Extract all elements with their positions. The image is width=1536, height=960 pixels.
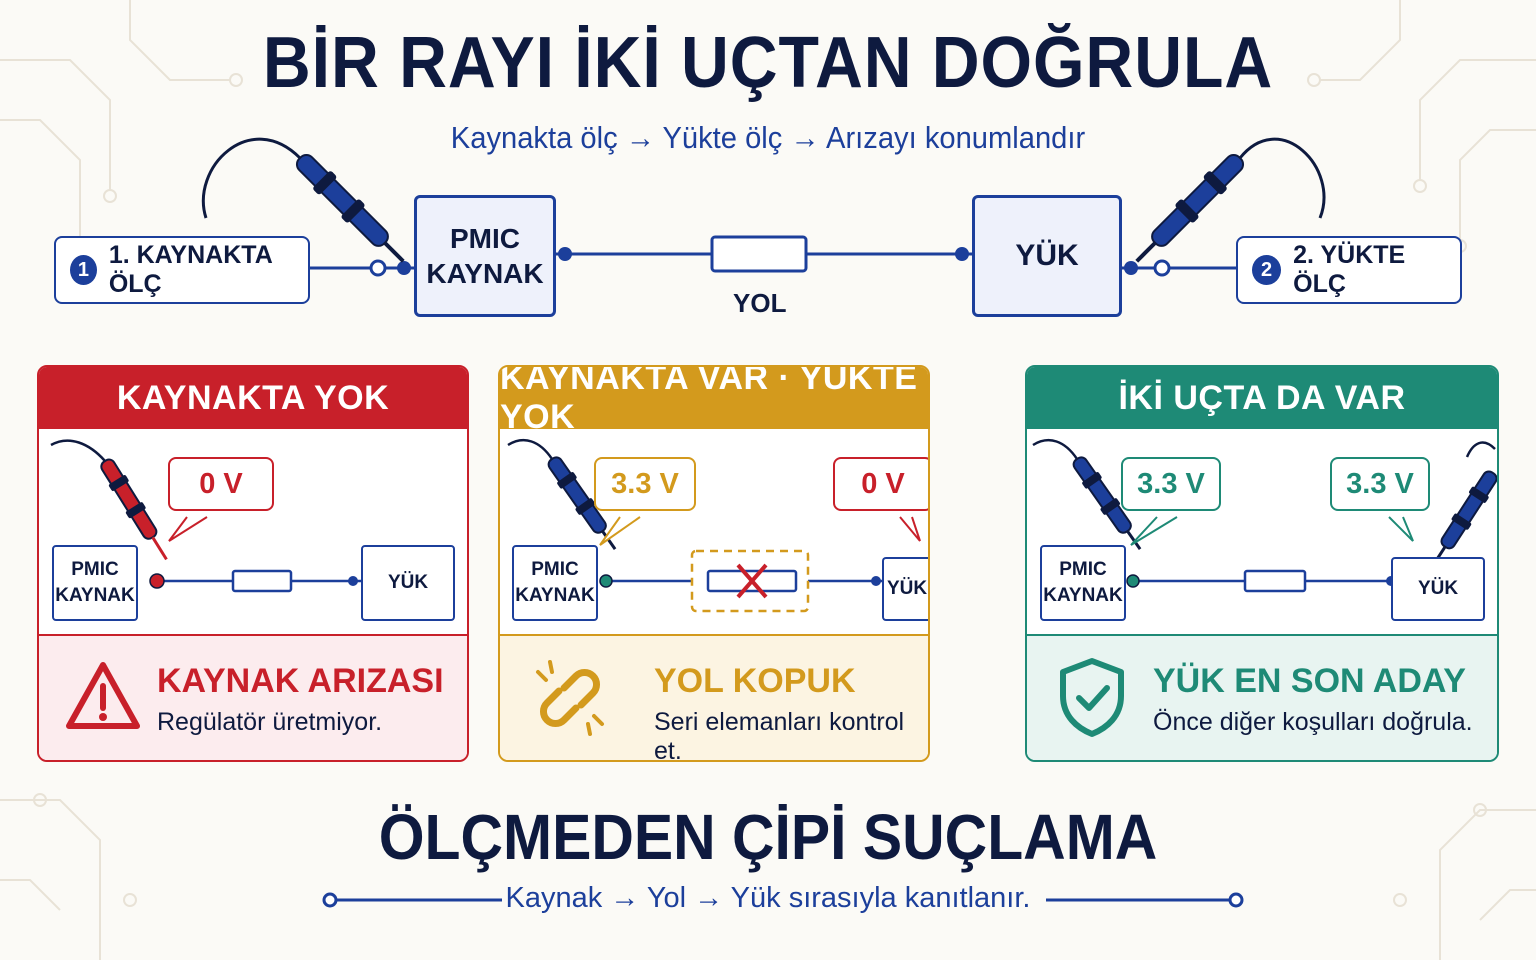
- result-title: KAYNAK ARIZASI: [157, 662, 444, 700]
- shield-check-icon: [1060, 658, 1124, 737]
- probe-left-icon: [201, 137, 405, 277]
- panel-source-missing: KAYNAKTA YOK 0 V PMIC KAYNAK YÜK KAYNAK A…: [37, 365, 469, 762]
- load-block: YÜK: [972, 195, 1122, 317]
- source-reading-bubble: 0 V: [168, 457, 274, 511]
- footer-subtitle: Kaynak → Yol → Yük sırasıyla kanıtlanır.: [505, 882, 1031, 914]
- path-label: YOL: [733, 288, 787, 318]
- panel-header: İKİ UÇTA DA VAR: [1027, 367, 1497, 429]
- mini-load-block: YÜK: [361, 545, 455, 621]
- mini-load-block: YÜK: [1391, 557, 1485, 621]
- probe-right-icon: [1135, 137, 1326, 277]
- load-reading-bubble: 3.3 V: [1330, 457, 1430, 511]
- step1-label: 1. KAYNAKTA ÖLÇ: [108, 241, 272, 298]
- mini-source-block: PMIC KAYNAK: [52, 545, 138, 621]
- mini-source-line1: PMIC: [531, 559, 579, 581]
- page-subtitle: Kaynakta ölç → Yükte ölç → Arızayı konum…: [450, 120, 1086, 155]
- panel-result: KAYNAK ARIZASI Regülatör üretmiyor.: [39, 634, 467, 760]
- mini-source-block: PMIC KAYNAK: [1040, 545, 1126, 621]
- source-reading-bubble: 3.3 V: [594, 457, 696, 511]
- source-line1: PMIC: [450, 223, 520, 254]
- result-title: YOL KOPUK: [654, 662, 856, 700]
- result-text: Regülatör üretmiyor.: [157, 708, 383, 736]
- footer-title: ÖLÇMEDEN ÇİPİ SUÇLAMA: [378, 801, 1158, 873]
- panel-diagram: [50, 439, 361, 593]
- panel-diagram: [507, 439, 928, 613]
- page-title: BİR RAYI İKİ UÇTAN DOĞRULA: [262, 23, 1274, 103]
- step1-number: 1: [70, 255, 97, 285]
- result-title: YÜK EN SON ADAY: [1153, 662, 1466, 700]
- panel-header: KAYNAKTA VAR · YÜKTE YOK: [500, 367, 928, 436]
- panel-both-present: İKİ UÇTA DA VAR 3.3 V 3.3 V PMIC KAYNAK Y…: [1025, 365, 1499, 762]
- step2-label: 2. YÜKTE ÖLÇ: [1293, 241, 1406, 298]
- warning-icon: [66, 662, 140, 729]
- source-reading-bubble: 3.3 V: [1121, 457, 1221, 511]
- mini-source-block: PMIC KAYNAK: [512, 545, 598, 621]
- panel-result: YOL KOPUK Seri elemanları kontrol et.: [500, 634, 928, 760]
- result-text: Seri elemanları kontrol et.: [654, 708, 905, 762]
- panel-result: YÜK EN SON ADAY Önce diğer koşulları doğ…: [1027, 634, 1497, 760]
- result-text: Önce diğer koşulları doğrula.: [1153, 708, 1473, 736]
- mini-source-line1: PMIC: [71, 559, 119, 581]
- panel-diagram: [1032, 439, 1497, 593]
- mini-source-line2: KAYNAK: [515, 585, 595, 606]
- panel-path-broken: KAYNAKTA VAR · YÜKTE YOK 3.3 V 0 V: [498, 365, 930, 762]
- step2-number: 2: [1252, 255, 1282, 285]
- source-line2: KAYNAK: [426, 258, 544, 289]
- mini-source-line2: KAYNAK: [1043, 585, 1123, 606]
- load-label: YÜK: [1015, 239, 1079, 273]
- mini-source-line1: PMIC: [1059, 559, 1107, 581]
- source-block: PMIC KAYNAK: [414, 195, 556, 317]
- step1-callout: 1 1. KAYNAKTA ÖLÇ: [54, 236, 310, 304]
- step2-callout: 2 2. YÜKTE ÖLÇ: [1236, 236, 1462, 304]
- footer-rule: [322, 892, 1244, 908]
- mini-load-block: YÜK: [882, 557, 928, 621]
- load-reading-bubble: 0 V: [833, 457, 928, 511]
- panel-header: KAYNAKTA YOK: [39, 367, 467, 429]
- broken-link-icon: [536, 660, 604, 736]
- mini-source-line2: KAYNAK: [55, 585, 135, 606]
